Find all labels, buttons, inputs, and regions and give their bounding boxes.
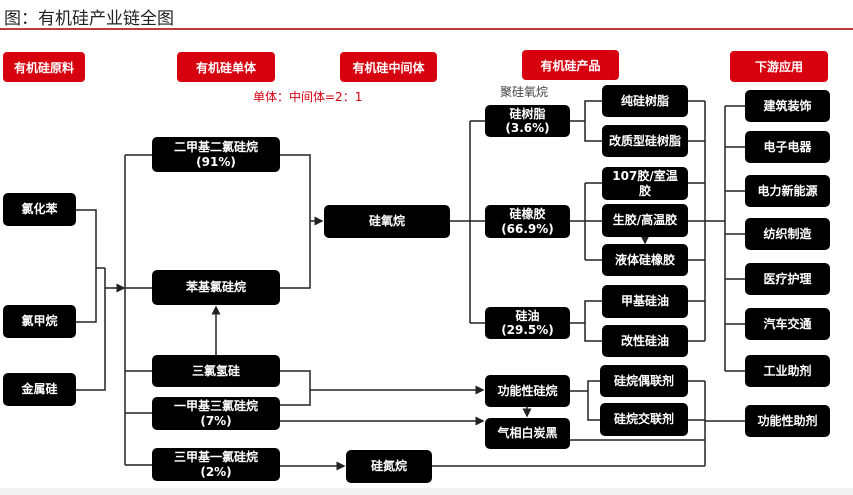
- downstream-textile: 纺织制造: [745, 218, 830, 250]
- product-share: (3.6%): [505, 121, 550, 135]
- downstream-automotive: 汽车交通: [745, 308, 830, 340]
- monomer-methyltrichloro: 一甲基三氯硅烷(7%): [152, 397, 280, 430]
- product-name: 硅油: [515, 308, 540, 323]
- figure-title: 图：有机硅产业链全图: [4, 9, 174, 29]
- downstream-functional-additives: 功能性助剂: [745, 405, 830, 437]
- product-name: 硅橡胶: [509, 207, 546, 222]
- header-intermediate: 有机硅中间体: [340, 52, 437, 82]
- fumed-silica: 气相白炭黑: [485, 418, 570, 449]
- monomer-name: 三甲基一氯硅烷: [173, 450, 258, 465]
- downstream-construction: 建筑装饰: [745, 90, 830, 122]
- functional-silane: 功能性硅烷: [485, 375, 570, 407]
- monomer-dmc: 二甲基二氯硅烷(91%): [152, 137, 280, 172]
- product-share: (29.5%): [501, 323, 554, 337]
- sub-pure-resin: 纯硅树脂: [602, 85, 688, 117]
- monomer-name: 二甲基二氯硅烷: [173, 140, 258, 155]
- title-divider: [0, 28, 853, 30]
- monomer-phenyl: 苯基氯硅烷: [152, 270, 280, 305]
- sub-htv: 生胶/高温胶: [602, 204, 688, 237]
- sub-rtv: 107胶/室温胶: [602, 167, 688, 200]
- monomer-share: (7%): [200, 413, 232, 428]
- monomer-trichlorosilane: 三氯氢硅: [152, 355, 280, 387]
- silazane: 硅氮烷: [346, 450, 432, 483]
- sub-modified-resin: 改质型硅树脂: [602, 125, 688, 157]
- header-downstream: 下游应用: [730, 51, 828, 82]
- downstream-new-energy: 电力新能源: [745, 175, 830, 207]
- sub-methyl-oil: 甲基硅油: [602, 285, 688, 318]
- raw-chloromethane: 氯甲烷: [3, 305, 76, 338]
- header-monomer: 有机硅单体: [177, 52, 275, 82]
- monomer-share: (91%): [196, 154, 236, 169]
- product-share: (66.9%): [501, 221, 554, 236]
- header-raw-materials: 有机硅原料: [3, 52, 85, 82]
- intermediate-siloxane: 硅氧烷: [324, 205, 450, 238]
- raw-chlorobenzene: 氯化苯: [3, 193, 76, 226]
- monomer-name: 一甲基三氯硅烷: [173, 399, 258, 414]
- raw-silicon-metal: 金属硅: [3, 373, 76, 406]
- silane-crosslinker: 硅烷交联剂: [600, 403, 688, 436]
- downstream-electronics: 电子电器: [745, 131, 830, 163]
- product-silicone-rubber: 硅橡胶(66.9%): [485, 205, 570, 238]
- monomer-share: (2%): [200, 464, 232, 479]
- sub-modified-oil: 改性硅油: [602, 325, 688, 357]
- header-products: 有机硅产品: [522, 50, 619, 80]
- footer-band: [0, 488, 853, 495]
- product-silicone-oil: 硅油(29.5%): [485, 307, 570, 339]
- downstream-industrial-additives: 工业助剂: [745, 355, 830, 387]
- silane-coupling-agent: 硅烷偶联剂: [600, 365, 688, 397]
- ratio-note: 单体：中间体=2：1: [253, 90, 363, 104]
- product-name: 硅树脂: [509, 106, 546, 121]
- product-silicone-resin: 硅树脂(3.6%): [485, 105, 570, 137]
- monomer-trimethylchloro: 三甲基一氯硅烷(2%): [152, 448, 280, 481]
- sub-liquid-rubber: 液体硅橡胶: [602, 244, 688, 276]
- downstream-medical: 医疗护理: [745, 263, 830, 295]
- polysiloxane-label: 聚硅氧烷: [500, 85, 549, 99]
